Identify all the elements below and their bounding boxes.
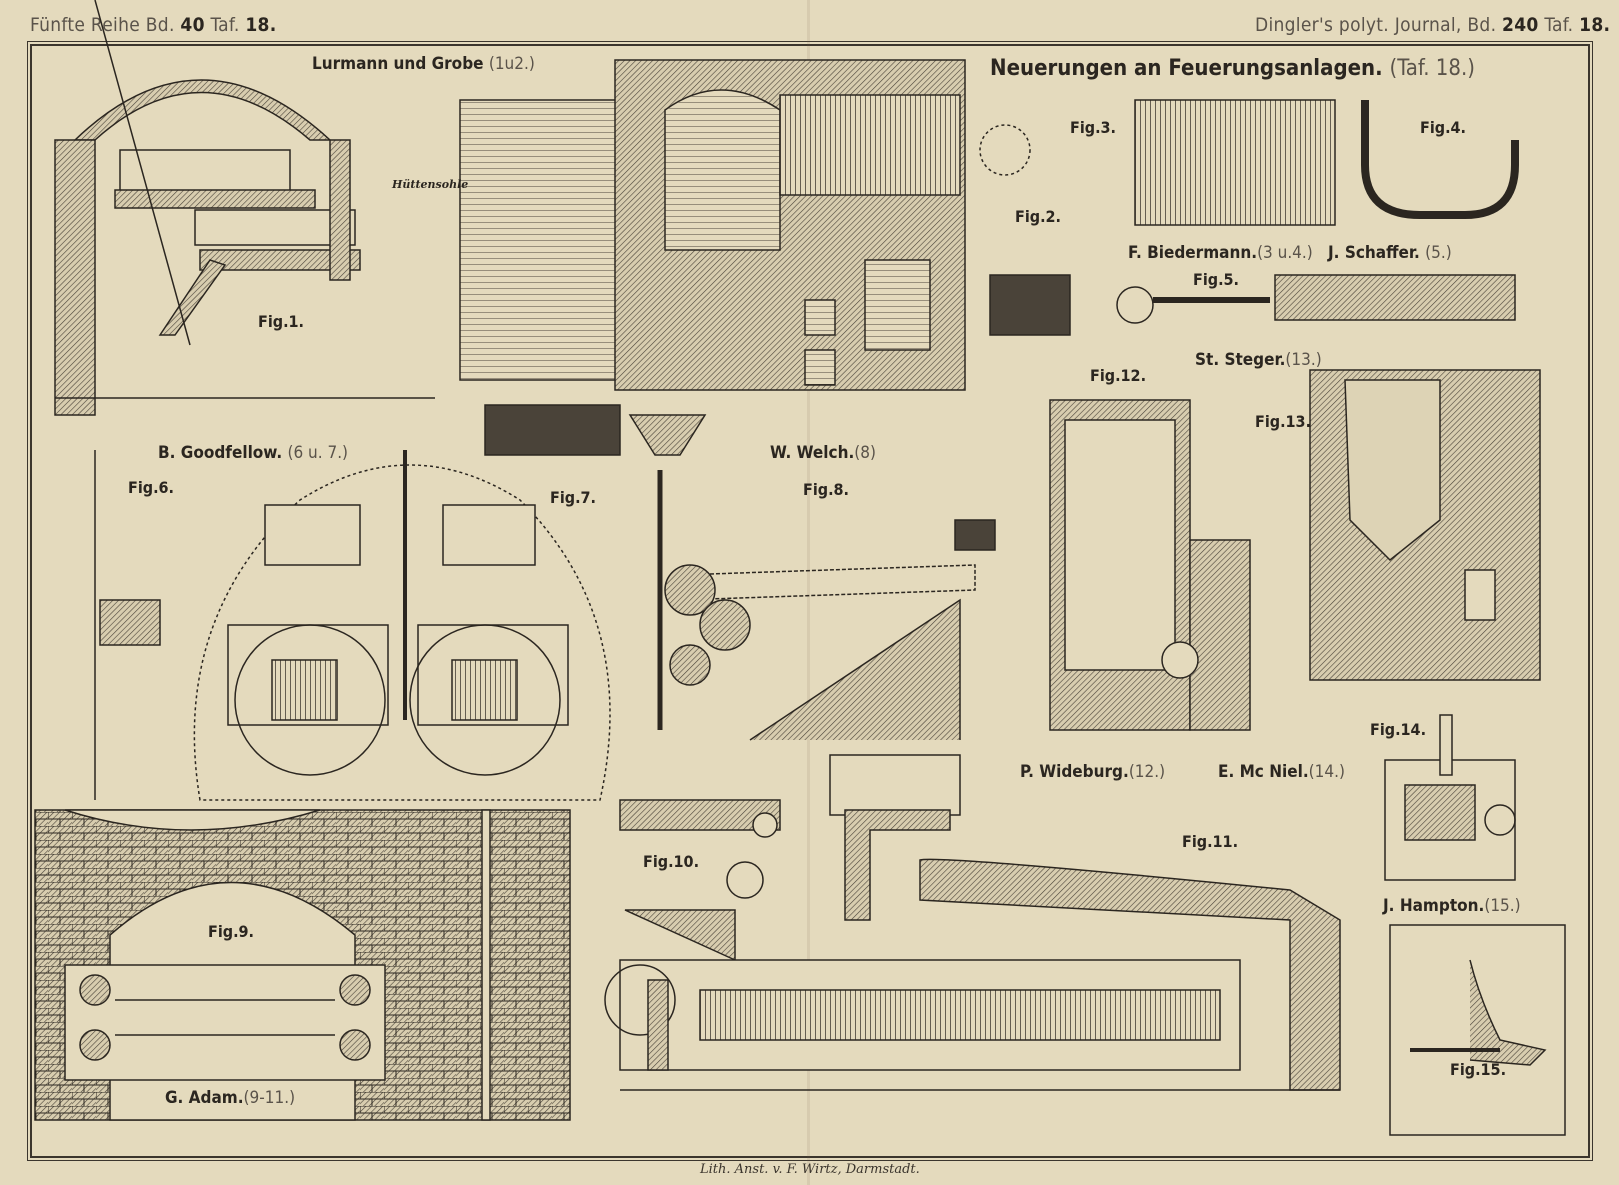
plate-title: Neuerungen an Feuerungsanlagen. (Taf. 18…: [990, 56, 1475, 81]
author-schaffer: J. Schaffer. (5.): [1328, 243, 1452, 263]
fig8-drawing: [628, 414, 996, 741]
fig-14-label: Fig.14.: [1370, 720, 1427, 739]
plate-frame: [27, 41, 1593, 1161]
fig-4-label: Fig.4.: [1420, 118, 1467, 137]
author-lurmann-grobe: Lurmann und Grobe (1u2.): [312, 54, 535, 74]
fig15-drawing: [1389, 924, 1566, 1136]
plate-prefix: Taf.: [210, 14, 240, 36]
author-goodfellow: B. Goodfellow. (6 u. 7.): [158, 443, 349, 463]
fold-line: [807, 0, 810, 1185]
fig-5-label: Fig.5.: [1193, 270, 1240, 289]
fig14-drawing: [1384, 714, 1516, 881]
author-biedermann: F. Biedermann.(3 u.4.): [1128, 243, 1313, 263]
fig-13-label: Fig.13.: [1255, 412, 1312, 431]
volume-number: 240: [1502, 14, 1539, 36]
fig1-drawing: [54, 0, 435, 416]
lithographer-credit: Lith. Anst. v. F. Wirtz, Darmstadt.: [700, 1162, 920, 1177]
fig-6-label: Fig.6.: [128, 478, 175, 497]
fig2-drawing: [459, 59, 1071, 456]
fig-9-label: Fig.9.: [208, 922, 255, 941]
author-welch: W. Welch.(8): [770, 443, 876, 463]
fig9-drawing: [34, 809, 571, 1121]
plate-number: 18.: [1579, 14, 1611, 36]
volume-number: 40: [180, 14, 205, 36]
author-mcniel: E. Mc Niel.(14.): [1218, 762, 1345, 782]
fig-3-label: Fig.3.: [1070, 118, 1117, 137]
author-adam: G. Adam.(9-11.): [165, 1088, 296, 1108]
author-hampton: J. Hampton.(15.): [1383, 896, 1521, 916]
fig12-drawing: [1049, 399, 1251, 731]
fig-1-label: Fig.1.: [258, 312, 305, 331]
journal-label: Dingler's polyt. Journal, Bd.: [1255, 14, 1497, 36]
plate-number: 18.: [245, 14, 277, 36]
fig-10-label: Fig.10.: [643, 852, 700, 871]
huettensohle-annotation: Hüttensohle: [392, 178, 469, 191]
fig-12-label: Fig.12.: [1090, 366, 1147, 385]
fig-2-label: Fig.2.: [1015, 207, 1062, 226]
fig10-11-drawing: [604, 754, 1341, 1091]
fig13-drawing: [1309, 369, 1541, 681]
author-wideburg: P. Wideburg.(12.): [1020, 762, 1166, 782]
fig-15-label: Fig.15.: [1450, 1060, 1507, 1079]
author-steger: St. Steger.(13.): [1195, 350, 1322, 370]
fig-7-label: Fig.7.: [550, 488, 597, 507]
fig-8-label: Fig.8.: [803, 480, 850, 499]
header-right: Dingler's polyt. Journal, Bd. 240 Taf. 1…: [1255, 14, 1610, 36]
fig6-7-drawing: [94, 450, 611, 801]
fig3-4-5-drawing: [1116, 99, 1519, 324]
fig-11-label: Fig.11.: [1182, 832, 1239, 851]
plate-prefix: Taf.: [1544, 14, 1574, 36]
